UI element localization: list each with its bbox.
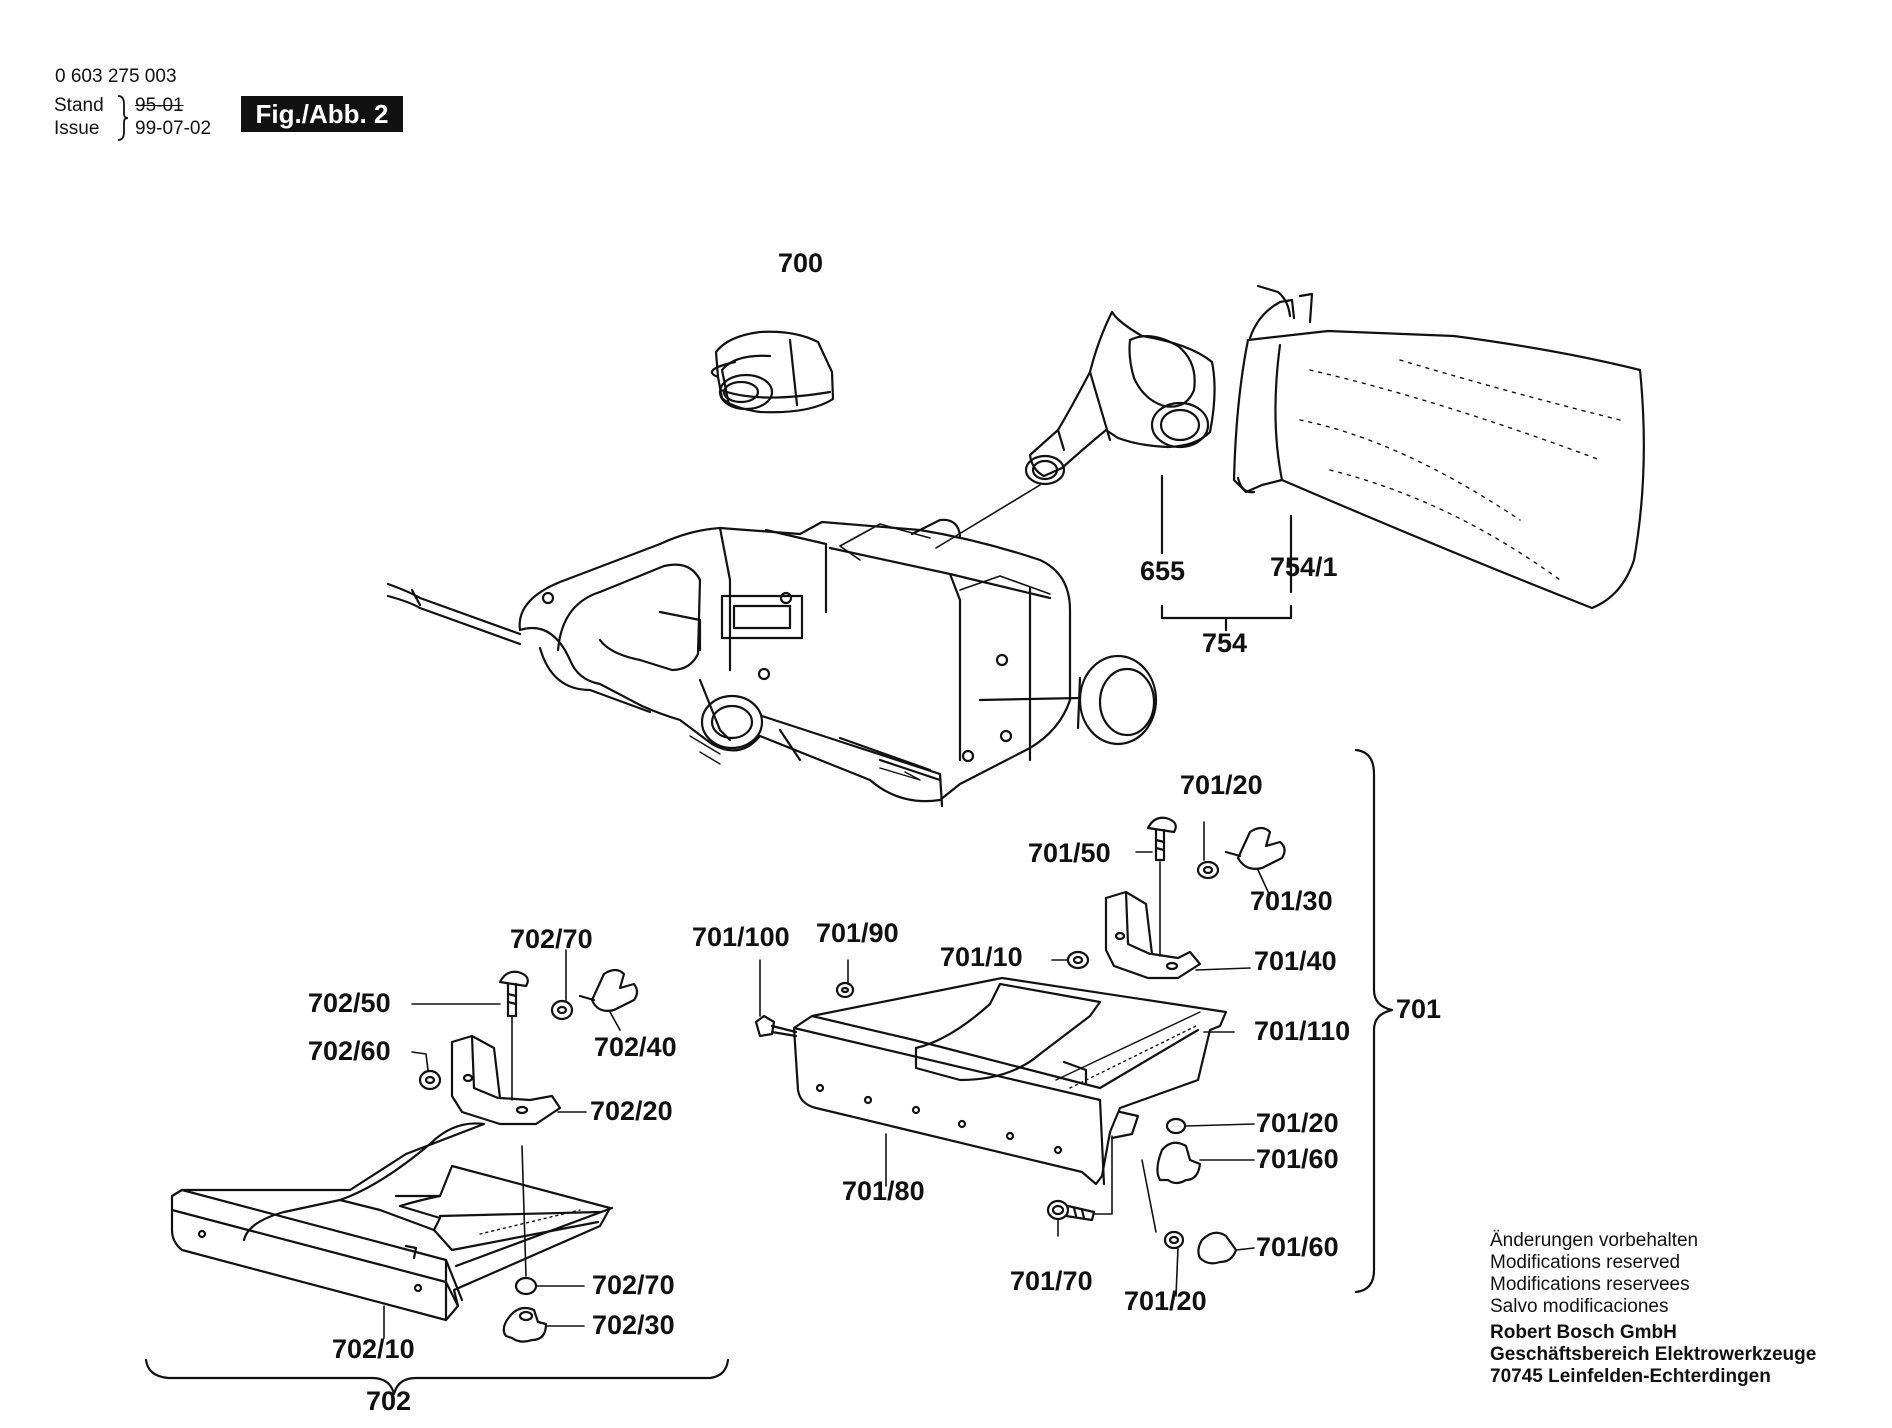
issue-label: Issue [54,118,100,139]
callout-702-10: 702/10 [332,1334,415,1364]
extraction-elbow-drawing [935,310,1216,549]
parallel-guide-701-parts [754,816,1286,1265]
part-number: 0 603 275 003 [55,66,177,87]
assembly-bracket-754 [1160,474,1293,632]
header-brace-icon [117,95,129,141]
note-changes-reserved-de: Änderungen vorbehalten [1490,1230,1699,1251]
callout-702-70-bot: 702/70 [592,1270,675,1300]
callout-701-20-top: 701/20 [1180,770,1263,800]
callout-701-100: 701/100 [692,922,790,952]
callout-702-40: 702/40 [594,1032,677,1062]
dust-adapter-drawing [710,330,835,414]
parallel-guide-701-drawing [792,976,1228,1186]
dust-bag-drawing [1232,284,1645,610]
note-changes-reserved-es: Salvo modificaciones [1490,1296,1669,1317]
callout-701-50: 701/50 [1028,838,1111,868]
assembly-brace-702 [144,1358,730,1396]
callout-655: 655 [1140,556,1186,586]
callout-702-30: 702/30 [592,1310,675,1340]
company-name: Robert Bosch GmbH [1490,1322,1677,1343]
callout-701-70: 701/70 [1010,1266,1093,1296]
callout-701-40: 701/40 [1254,946,1337,976]
callout-701-90: 701/90 [816,918,899,948]
leader-lines [383,821,1271,1339]
stand-date-old: 95-01 [135,95,184,116]
callout-700: 700 [778,248,824,278]
callout-701-60-low: 701/60 [1256,1232,1339,1262]
callout-702-70-top: 702/70 [510,924,593,954]
company-division: Geschäftsbereich Elektrowerkzeuge [1490,1344,1817,1365]
callout-702-20: 702/20 [590,1096,673,1126]
callout-701-30: 701/30 [1250,886,1333,916]
callout-754-1: 754/1 [1270,552,1338,582]
assembly-brace-701 [1354,748,1394,1294]
callout-702: 702 [366,1386,412,1416]
stand-label: Stand [54,95,104,116]
callout-754: 754 [1202,628,1248,658]
callout-701-20-bot: 701/20 [1124,1286,1207,1316]
callout-701: 701 [1396,994,1442,1024]
issue-date: 99-07-02 [135,118,212,139]
belt-sander-drawing [386,518,1158,808]
callout-701-20-mid: 701/20 [1256,1108,1339,1138]
figure-badge: Fig./Abb. 2 [241,96,403,132]
parallel-guide-702-drawing [170,1122,614,1322]
callout-701-80: 701/80 [842,1176,925,1206]
company-address: 70745 Leinfelden-Echterdingen [1490,1366,1771,1387]
note-changes-reserved-fr: Modifications reservees [1490,1274,1690,1295]
callout-701-110: 701/110 [1254,1016,1351,1046]
callout-702-50: 702/50 [308,988,391,1018]
callout-701-10: 701/10 [940,942,1023,972]
callout-701-60-mid: 701/60 [1256,1144,1339,1174]
note-changes-reserved-en: Modifications reserved [1490,1252,1681,1273]
callout-702-60: 702/60 [308,1036,391,1066]
